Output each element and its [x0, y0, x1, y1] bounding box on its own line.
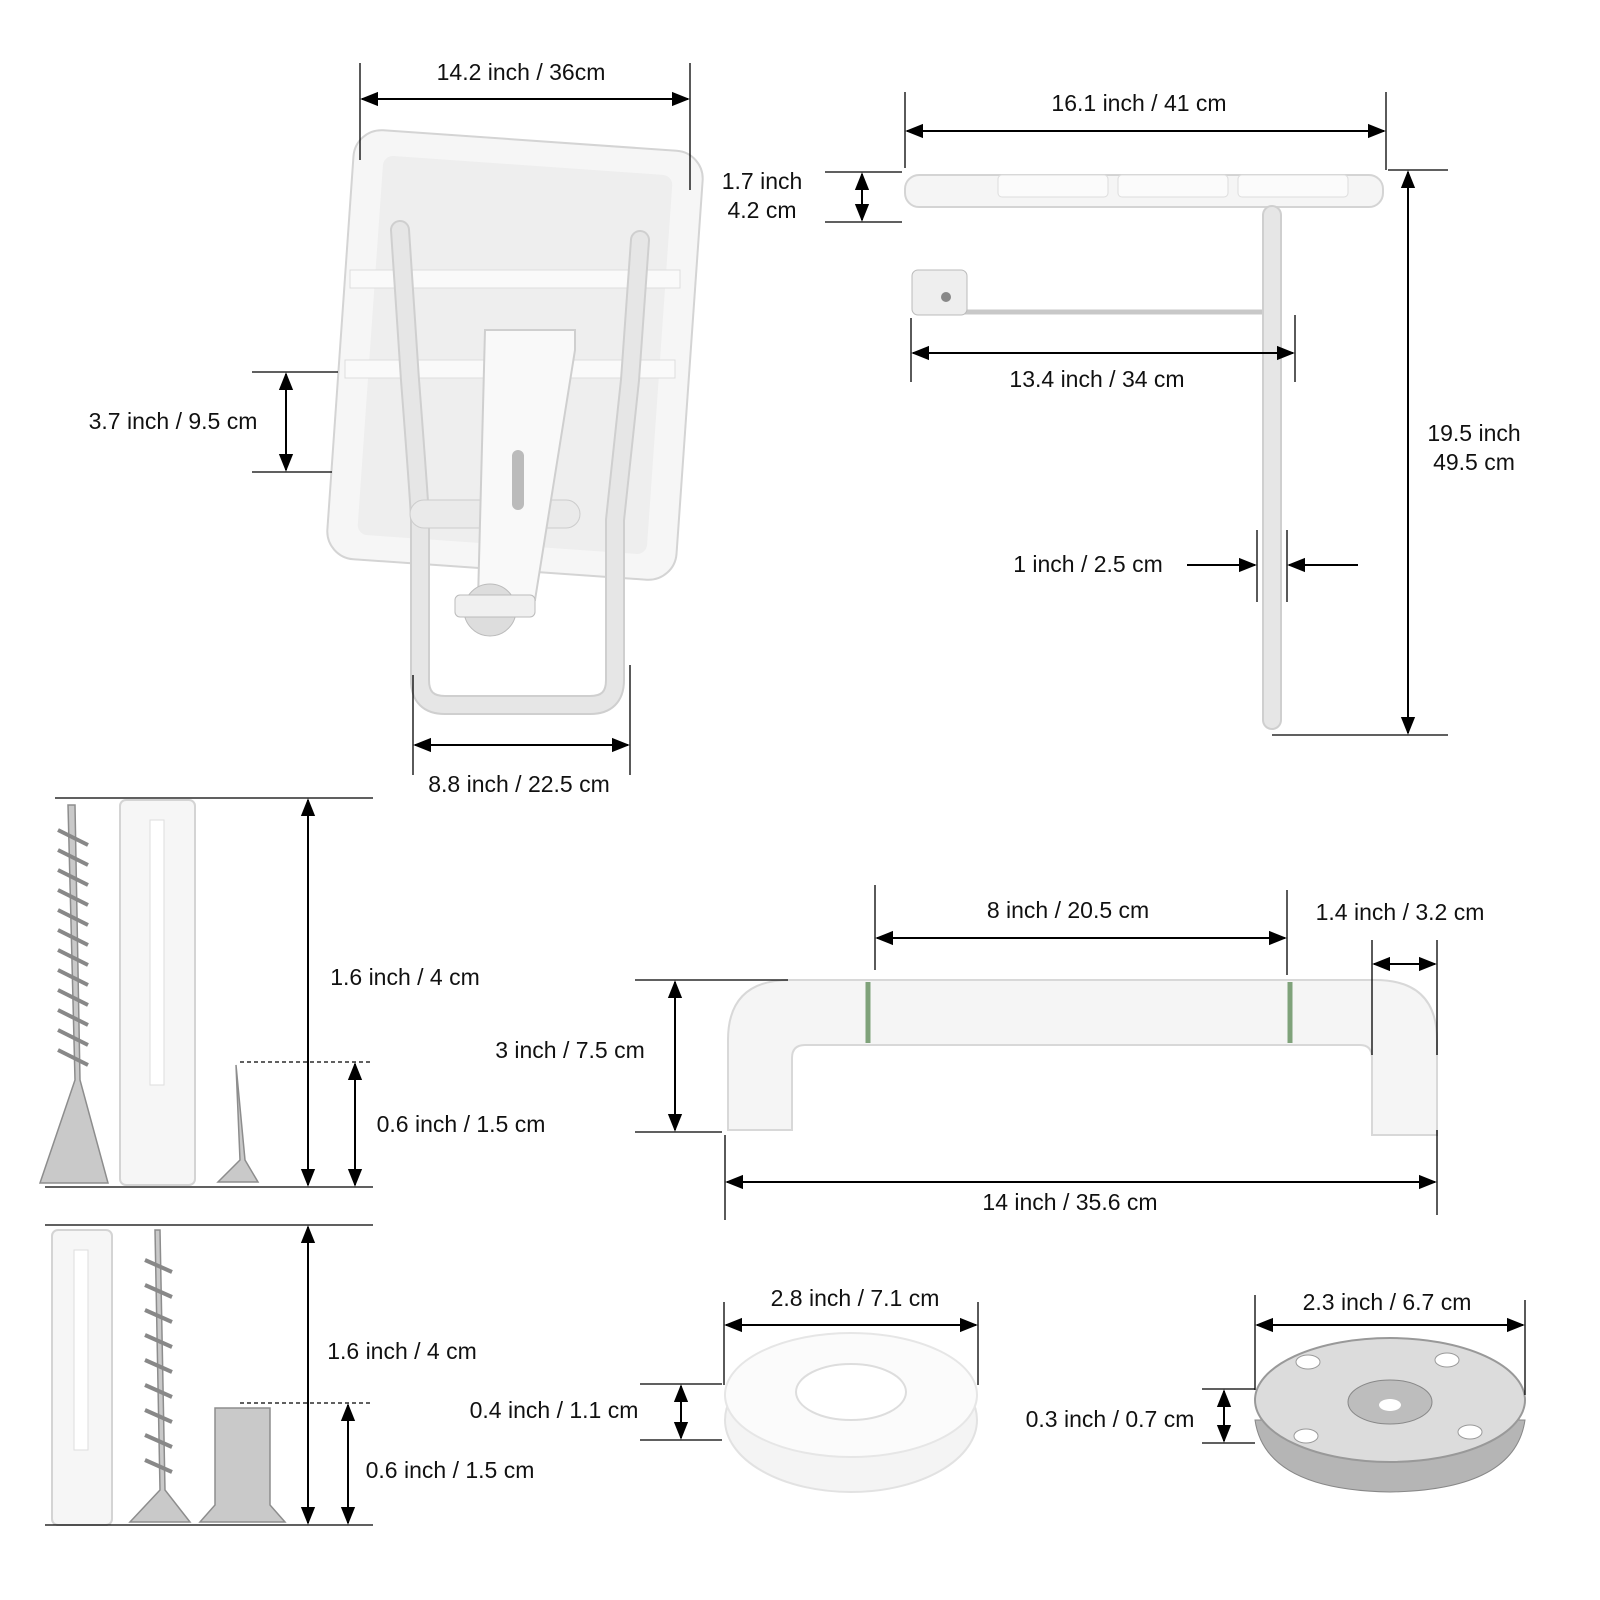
frame-width-dimension: [412, 665, 631, 775]
base-plate-thickness-label: 0.3 inch / 0.7 cm: [1026, 1406, 1195, 1432]
anchor-kit-1-length-dimension: [45, 797, 373, 1188]
grip-length-dimension: [874, 885, 1288, 975]
anchor-kit-1-screw-label: 0.6 inch / 1.5 cm: [377, 1111, 546, 1137]
anchor-kit-1: [38, 799, 260, 1186]
seat-width-label: 14.2 inch / 36cm: [437, 59, 606, 85]
bar-length-dimension: [724, 1130, 1438, 1220]
brace-label: 13.4 inch / 34 cm: [1009, 366, 1184, 392]
anchor-kit-2-length-dimension: [45, 1224, 373, 1526]
anchor-kit-2: [51, 1229, 287, 1526]
bar-height-label: 3 inch / 7.5 cm: [495, 1037, 645, 1063]
cover-plate-diameter-label: 2.8 inch / 7.1 cm: [771, 1285, 940, 1311]
bar-length-label: 14 inch / 35.6 cm: [982, 1189, 1157, 1215]
tube-diameter-dimension: [1371, 940, 1438, 1055]
seat-front-view: [326, 129, 704, 715]
tube-diameter-label: 1.4 inch / 3.2 cm: [1316, 899, 1485, 925]
base-plate-diameter-dimension: [1254, 1295, 1526, 1395]
anchor-kit-1-length-label: 1.6 inch / 4 cm: [330, 964, 480, 990]
leg-diameter-label: 1 inch / 2.5 cm: [1013, 551, 1163, 577]
cover-plate-thickness-dimension: [640, 1383, 722, 1441]
grab-bar: [727, 979, 1438, 1136]
base-plate-diameter-label: 2.3 inch / 6.7 cm: [1303, 1289, 1472, 1315]
seat-thickness-inch-label: 1.7 inch: [722, 168, 803, 194]
cover-plate: [724, 1332, 978, 1493]
slat-height-label: 3.7 inch / 9.5 cm: [89, 408, 258, 434]
cover-plate-thickness-label: 0.4 inch / 1.1 cm: [470, 1397, 639, 1423]
brace-dimension: [910, 315, 1296, 382]
grip-length-label: 8 inch / 20.5 cm: [987, 897, 1149, 923]
anchor-kit-2-insert-label: 0.6 inch / 1.5 cm: [366, 1457, 535, 1483]
seat-thickness-cm-label: 4.2 cm: [727, 197, 796, 223]
cover-plate-diameter-dimension: [723, 1302, 979, 1385]
base-plate: [1254, 1337, 1526, 1493]
anchor-kit-2-length-label: 1.6 inch / 4 cm: [327, 1338, 477, 1364]
bar-height-dimension: [635, 979, 788, 1133]
seat-width-dimension: [359, 63, 691, 190]
seat-height-inch-label: 19.5 inch: [1427, 420, 1520, 446]
seat-height-cm-label: 49.5 cm: [1433, 449, 1515, 475]
leg-diameter-dimension: [1187, 530, 1358, 602]
seat-depth-label: 16.1 inch / 41 cm: [1051, 90, 1226, 116]
seat-side-view: [904, 174, 1384, 730]
slat-height-dimension: [252, 371, 338, 473]
seat-depth-dimension: [904, 92, 1387, 170]
frame-width-label: 8.8 inch / 22.5 cm: [428, 771, 610, 797]
base-plate-thickness-dimension: [1202, 1388, 1255, 1444]
seat-thickness-dimension: [825, 171, 902, 223]
seat-height-dimension: [1272, 169, 1448, 736]
